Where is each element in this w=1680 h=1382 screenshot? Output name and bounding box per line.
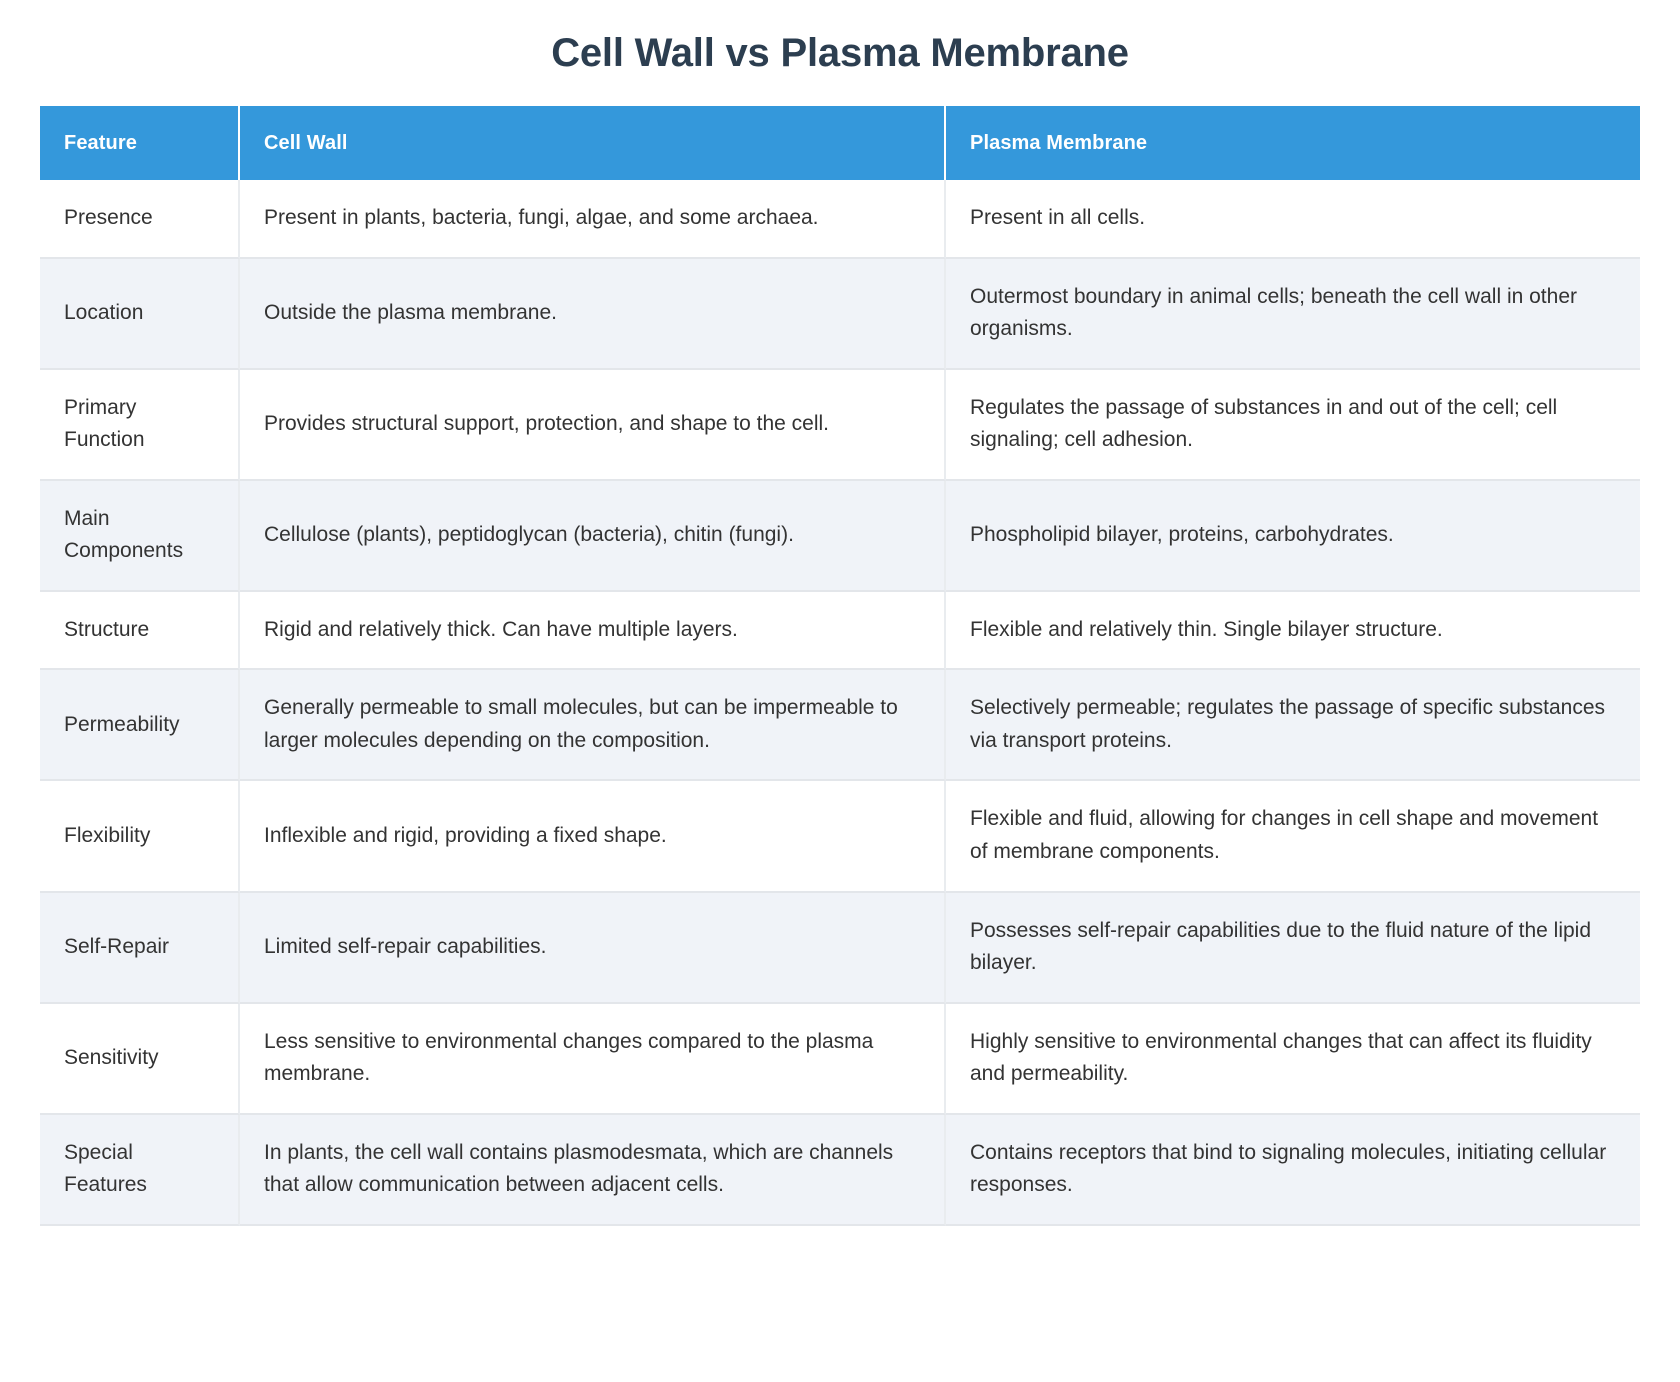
row-cell-wall-value: Generally permeable to small molecules, … [240,670,946,782]
row-cell-wall-value: Rigid and relatively thick. Can have mul… [240,591,946,671]
row-plasma-membrane-value: Regulates the passage of substances in a… [946,369,1640,481]
row-plasma-membrane-value: Outermost boundary in animal cells; bene… [946,258,1640,370]
row-cell-wall-value: Less sensitive to environmental changes … [240,1003,946,1115]
column-header-cell-wall: Cell Wall [240,106,946,180]
row-feature-label: Permeability [40,670,240,782]
row-cell-wall-value: In plants, the cell wall contains plasmo… [240,1114,946,1226]
comparison-table: Feature Cell Wall Plasma Membrane Presen… [40,106,1640,1226]
table-row: Flexibility Inflexible and rigid, provid… [40,781,1640,893]
table-row: Main Components Cellulose (plants), pept… [40,480,1640,592]
row-feature-label: Special Features [40,1114,240,1226]
table-row: Structure Rigid and relatively thick. Ca… [40,591,1640,671]
table-header: Feature Cell Wall Plasma Membrane [40,106,1640,180]
row-feature-label: Flexibility [40,781,240,893]
row-plasma-membrane-value: Highly sensitive to environmental change… [946,1003,1640,1115]
column-header-feature: Feature [40,106,240,180]
row-feature-label: Location [40,258,240,370]
row-cell-wall-value: Cellulose (plants), peptidoglycan (bacte… [240,480,946,592]
row-plasma-membrane-value: Selectively permeable; regulates the pas… [946,670,1640,782]
row-cell-wall-value: Provides structural support, protection,… [240,369,946,481]
row-feature-label: Structure [40,591,240,671]
row-plasma-membrane-value: Flexible and fluid, allowing for changes… [946,781,1640,893]
row-cell-wall-value: Limited self-repair capabilities. [240,892,946,1004]
row-plasma-membrane-value: Contains receptors that bind to signalin… [946,1114,1640,1226]
table-row: Primary Function Provides structural sup… [40,369,1640,481]
table-row: Self-Repair Limited self-repair capabili… [40,892,1640,1004]
table-header-row: Feature Cell Wall Plasma Membrane [40,106,1640,180]
table-row: Special Features In plants, the cell wal… [40,1114,1640,1226]
row-feature-label: Main Components [40,480,240,592]
row-feature-label: Self-Repair [40,892,240,1004]
column-header-plasma-membrane: Plasma Membrane [946,106,1640,180]
row-plasma-membrane-value: Possesses self-repair capabilities due t… [946,892,1640,1004]
row-feature-label: Primary Function [40,369,240,481]
row-plasma-membrane-value: Flexible and relatively thin. Single bil… [946,591,1640,671]
row-plasma-membrane-value: Present in all cells. [946,180,1640,259]
row-feature-label: Sensitivity [40,1003,240,1115]
page-title: Cell Wall vs Plasma Membrane [551,31,1129,75]
row-cell-wall-value: Present in plants, bacteria, fungi, alga… [240,180,946,259]
row-cell-wall-value: Inflexible and rigid, providing a fixed … [240,781,946,893]
comparison-table-container: Feature Cell Wall Plasma Membrane Presen… [40,78,1640,1226]
table-row: Sensitivity Less sensitive to environmen… [40,1003,1640,1115]
row-feature-label: Presence [40,180,240,259]
table-body: Presence Present in plants, bacteria, fu… [40,180,1640,1226]
table-row: Location Outside the plasma membrane. Ou… [40,258,1640,370]
row-cell-wall-value: Outside the plasma membrane. [240,258,946,370]
row-plasma-membrane-value: Phospholipid bilayer, proteins, carbohyd… [946,480,1640,592]
table-row: Presence Present in plants, bacteria, fu… [40,180,1640,259]
table-row: Permeability Generally permeable to smal… [40,670,1640,782]
